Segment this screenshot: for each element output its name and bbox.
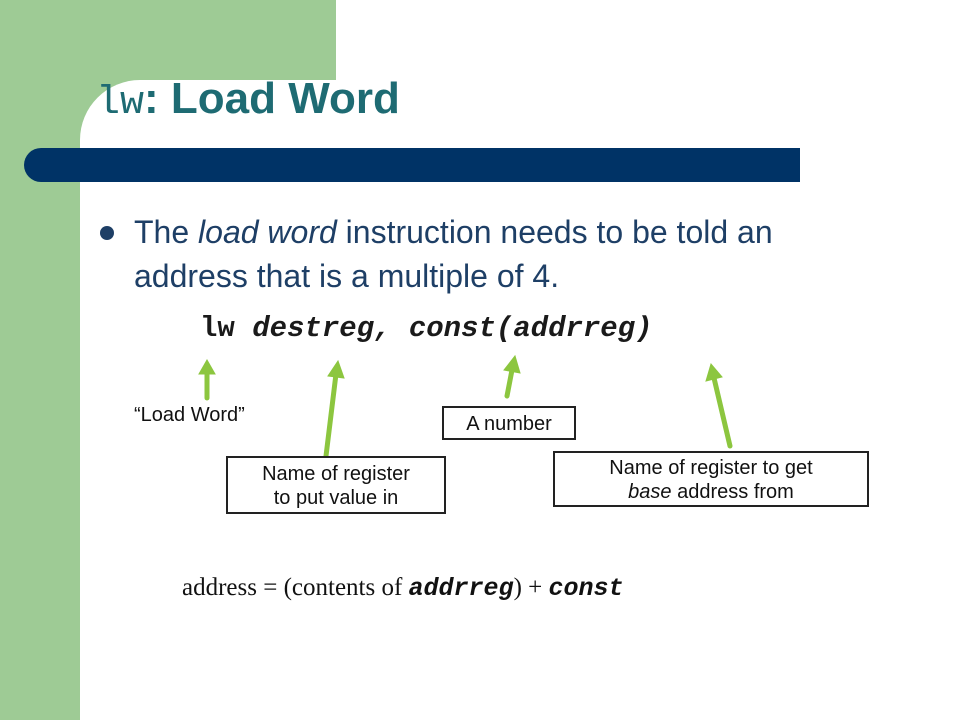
formula-lhs: address = (contents of	[182, 574, 409, 601]
title-text: : Load Word	[144, 74, 400, 123]
left-accent-band	[0, 0, 80, 720]
bullet-text: The load word instruction needs to be to…	[134, 210, 880, 298]
bullet-text-emphasis: load word	[198, 214, 337, 250]
number-annotation-box: A number	[442, 406, 576, 440]
slide-title: lw : Load Word	[96, 74, 400, 134]
arrow-const	[504, 367, 515, 399]
destreg-annotation-line2: to put value in	[273, 487, 399, 509]
addrreg-annotation-line1: Name of register to get	[609, 457, 813, 479]
addrreg-annotation-line2: base address from	[555, 480, 867, 504]
load-word-label: “Load Word”	[134, 404, 245, 426]
number-annotation-text: A number	[466, 413, 552, 435]
destreg-annotation-box: Name of register to put value in	[226, 456, 446, 514]
arrow-head-const	[503, 354, 521, 374]
arrow-head-destreg	[327, 359, 345, 379]
title-underline-bar	[24, 148, 800, 182]
syntax-opcode: lw	[200, 312, 235, 345]
arrow-head-load-word	[198, 358, 216, 375]
addrreg-annotation-emphasis: base	[628, 481, 672, 503]
bullet-text-part1: The	[134, 214, 199, 250]
arrow-addrreg	[711, 375, 733, 449]
formula-const: const	[548, 574, 624, 603]
instruction-syntax: lw destreg, const(addrreg)	[200, 312, 652, 345]
title-code: lw	[96, 81, 145, 126]
addrreg-annotation-box: Name of register to get base address fro…	[553, 451, 869, 507]
syntax-args: destreg, const(addrreg)	[252, 312, 653, 345]
arrow-head-addrreg	[705, 362, 723, 382]
bullet-text-part2: instruction needs to be told an address …	[134, 214, 773, 294]
arrow-destreg	[323, 371, 339, 459]
formula-mid: ) +	[513, 574, 549, 601]
bullet-item: The load word instruction needs to be to…	[100, 210, 880, 298]
destreg-annotation-line1: Name of register	[262, 463, 410, 485]
addrreg-annotation-line2-rest: address from	[671, 481, 794, 503]
bullet-icon	[100, 226, 114, 240]
top-accent-block	[80, 0, 336, 80]
address-formula: address = (contents of addrreg) + const	[182, 574, 624, 603]
formula-reg: addrreg	[408, 574, 514, 603]
